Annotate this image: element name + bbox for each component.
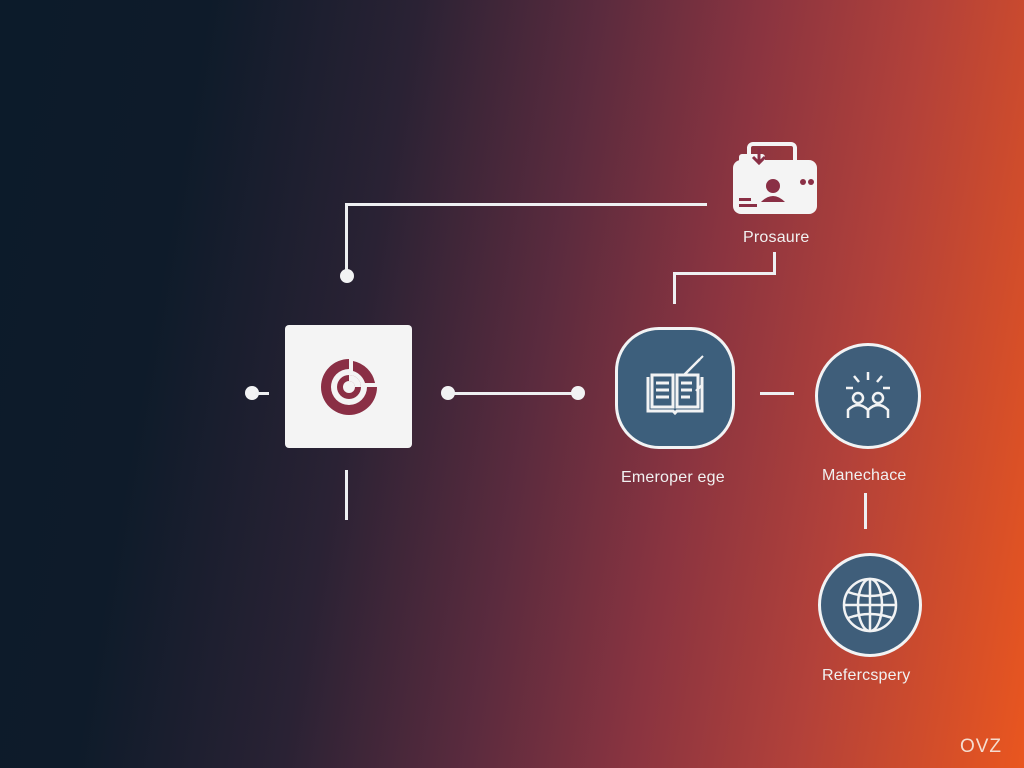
emergency-label: Emeroper ege — [621, 469, 725, 486]
connector-bottom-stub — [345, 470, 348, 520]
people-alert-icon — [846, 372, 890, 418]
management-label: Manechace — [822, 467, 907, 484]
connector-emergency-to-management — [760, 392, 794, 395]
management-node[interactable] — [815, 343, 921, 449]
connector-dot-left — [245, 386, 259, 400]
connector-dot-top — [340, 269, 354, 283]
globe-icon — [842, 577, 898, 633]
connector-hub-to-emergency — [450, 392, 580, 395]
procedure-label: Prosaure — [743, 229, 810, 246]
connector-dot-right-start — [441, 386, 455, 400]
connector-procedure-to-emergency — [673, 272, 676, 304]
reference-label: Refercspery — [822, 667, 911, 684]
hub-node[interactable] — [285, 325, 412, 448]
emergency-node[interactable] — [615, 327, 735, 449]
watermark-text: OVZ — [959, 736, 1002, 757]
folder-user-icon — [733, 142, 817, 214]
connector-procedure-down — [773, 252, 776, 274]
connector-procedure-horizontal — [673, 272, 776, 275]
connector-left-stub — [255, 392, 269, 395]
connector-management-to-reference — [864, 493, 867, 529]
connector-dot-right-end — [571, 386, 585, 400]
target-c-icon — [320, 358, 377, 415]
reference-node[interactable] — [818, 553, 922, 657]
book-pen-icon — [646, 355, 704, 416]
connector-hub-to-procedure-horizontal — [345, 203, 707, 206]
connector-hub-to-procedure-vertical — [345, 203, 348, 275]
procedure-node[interactable] — [729, 140, 821, 218]
